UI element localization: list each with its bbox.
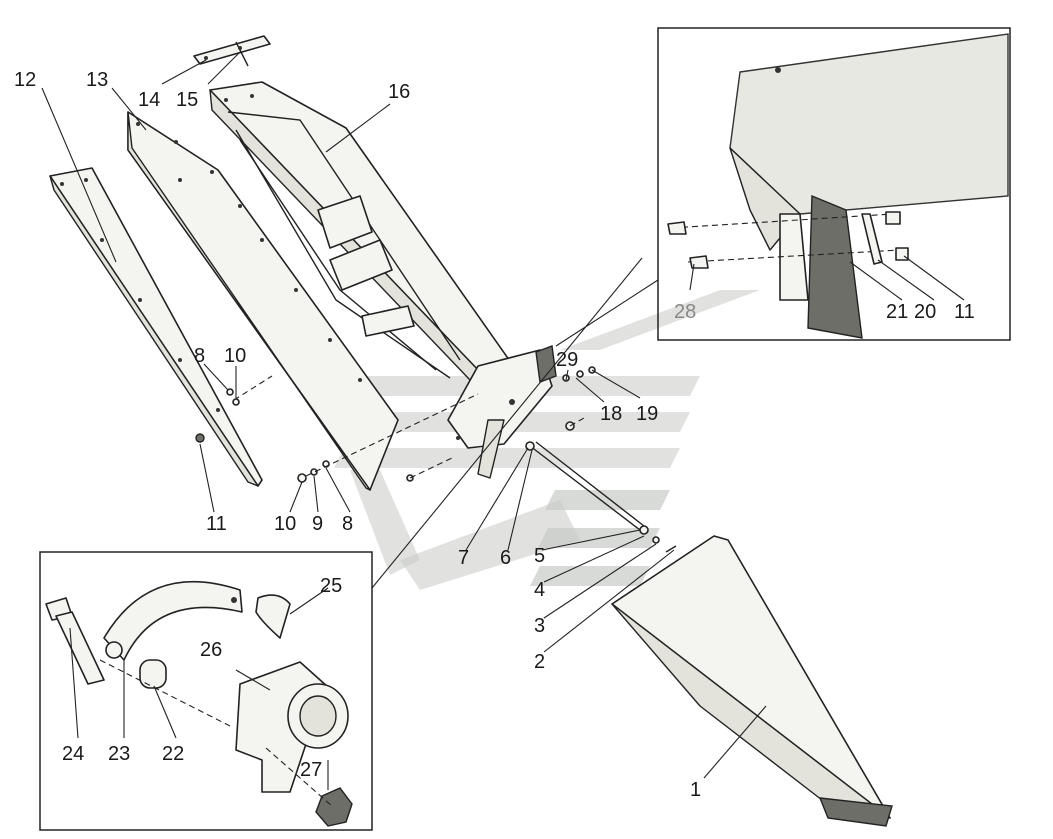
callout-6: 6: [500, 547, 511, 569]
callout-29: 29: [556, 349, 578, 371]
callout-21: 21: [886, 301, 908, 323]
callout-2: 2: [534, 651, 545, 673]
callout-26: 26: [200, 639, 222, 661]
part-12-side-shield: [49, 167, 263, 487]
callout-3: 3: [534, 615, 545, 637]
detail-inset-top: [657, 27, 1011, 341]
callout-9: 9: [312, 513, 323, 535]
callout-14: 14: [138, 89, 160, 111]
callout-25: 25: [320, 575, 342, 597]
callout-15: 15: [176, 89, 198, 111]
callout-27: 27: [300, 759, 322, 781]
callout-8-lower: 8: [342, 513, 353, 535]
part-5-rod: [529, 441, 645, 531]
callout-22: 22: [162, 743, 184, 765]
callout-10-upper: 10: [224, 345, 246, 367]
part-1-nose-cone: [611, 535, 893, 827]
callout-4: 4: [534, 579, 545, 601]
central-divider-body: [447, 345, 557, 479]
callout-13: 13: [86, 69, 108, 91]
callout-23: 23: [108, 743, 130, 765]
callout-8-upper: 8: [194, 345, 205, 367]
callout-1: 1: [690, 779, 701, 801]
callout-16: 16: [388, 81, 410, 103]
callout-11-inset: 11: [954, 301, 975, 323]
callout-10-lower: 10: [274, 513, 296, 535]
callout-7: 7: [458, 547, 469, 569]
part-14-15-top-bracket: [193, 35, 271, 67]
part-13-cover-panel: [127, 111, 399, 491]
part-16-frame: [209, 81, 513, 381]
detail-inset-bottom: [39, 551, 373, 831]
leader-lines: [41, 51, 965, 790]
callouts: 12 13 14 15 16 8 10 11 10 9 8 7 6 5 4 3 …: [14, 69, 975, 801]
assembly-dash-lines: [233, 375, 585, 479]
callout-5: 5: [534, 545, 545, 567]
watermark: [334, 290, 760, 590]
callout-20: 20: [914, 301, 936, 323]
callout-18: 18: [600, 403, 622, 425]
callout-28: 28: [674, 301, 696, 323]
callout-12: 12: [14, 69, 36, 91]
callout-24: 24: [62, 743, 84, 765]
callout-11-left: 11: [206, 513, 227, 535]
callout-19: 19: [636, 403, 658, 425]
